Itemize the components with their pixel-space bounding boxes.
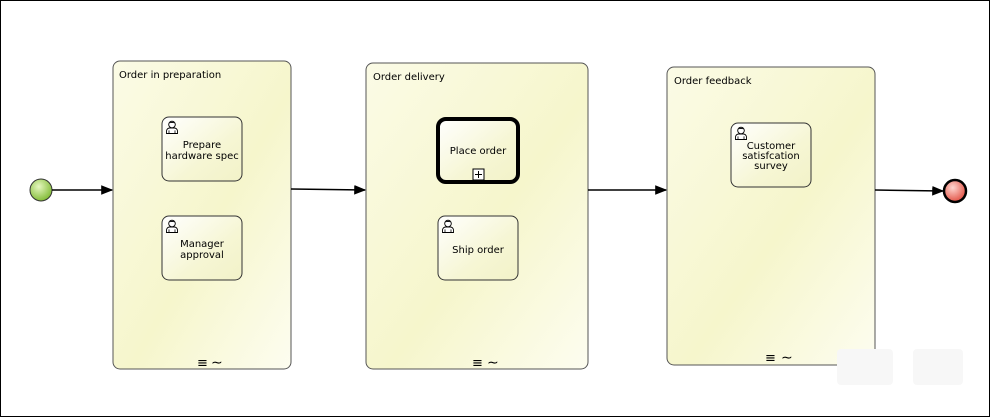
- task-label-line: Manager: [180, 239, 225, 250]
- task-label-line: Customer: [747, 141, 796, 152]
- multi-instance-marker-icon: ≡: [765, 351, 776, 366]
- task-label-line: satisfcation: [742, 151, 800, 162]
- subprocess-label-prep: Order in preparation: [119, 70, 221, 81]
- ghost-box: [837, 349, 893, 385]
- subprocess-order-in-preparation[interactable]: Order in preparation ≡ ∼: [112, 60, 292, 371]
- multi-instance-marker-icon: ≡: [472, 356, 483, 371]
- sequence-flow[interactable]: [874, 186, 945, 196]
- subprocess-label-feedback: Order feedback: [674, 76, 752, 87]
- task-label-line: Prepare: [183, 140, 221, 151]
- subprocess-order-feedback[interactable]: Order feedback ≡ ∼: [666, 66, 876, 366]
- task-manager-approval[interactable]: Manager approval: [161, 215, 243, 281]
- collapsed-subprocess-icon: [472, 168, 485, 181]
- task-customer-satisfaction-survey[interactable]: Customer satisfcation survey: [730, 122, 812, 188]
- subprocess-label-delivery: Order delivery: [373, 72, 445, 83]
- adhoc-marker-icon: ∼: [487, 355, 499, 371]
- task-label-line: hardware spec: [165, 151, 239, 162]
- sequence-flow[interactable]: [290, 185, 367, 195]
- adhoc-marker-icon: ∼: [781, 350, 793, 366]
- task-label-line: Place order: [450, 146, 507, 157]
- multi-instance-marker-icon: ≡: [197, 356, 208, 371]
- adhoc-marker-icon: ∼: [211, 355, 223, 371]
- end-event-icon[interactable]: [942, 178, 968, 204]
- task-label-line: approval: [180, 250, 224, 261]
- task-ship-order[interactable]: Ship order: [437, 215, 519, 281]
- task-place-order[interactable]: Place order: [436, 117, 520, 184]
- ghost-box: [913, 349, 963, 385]
- task-label-line: survey: [754, 161, 788, 172]
- task-prepare-hardware-spec[interactable]: Prepare hardware spec: [161, 116, 243, 182]
- start-event-icon[interactable]: [29, 178, 53, 202]
- task-label-line: Ship order: [452, 245, 505, 256]
